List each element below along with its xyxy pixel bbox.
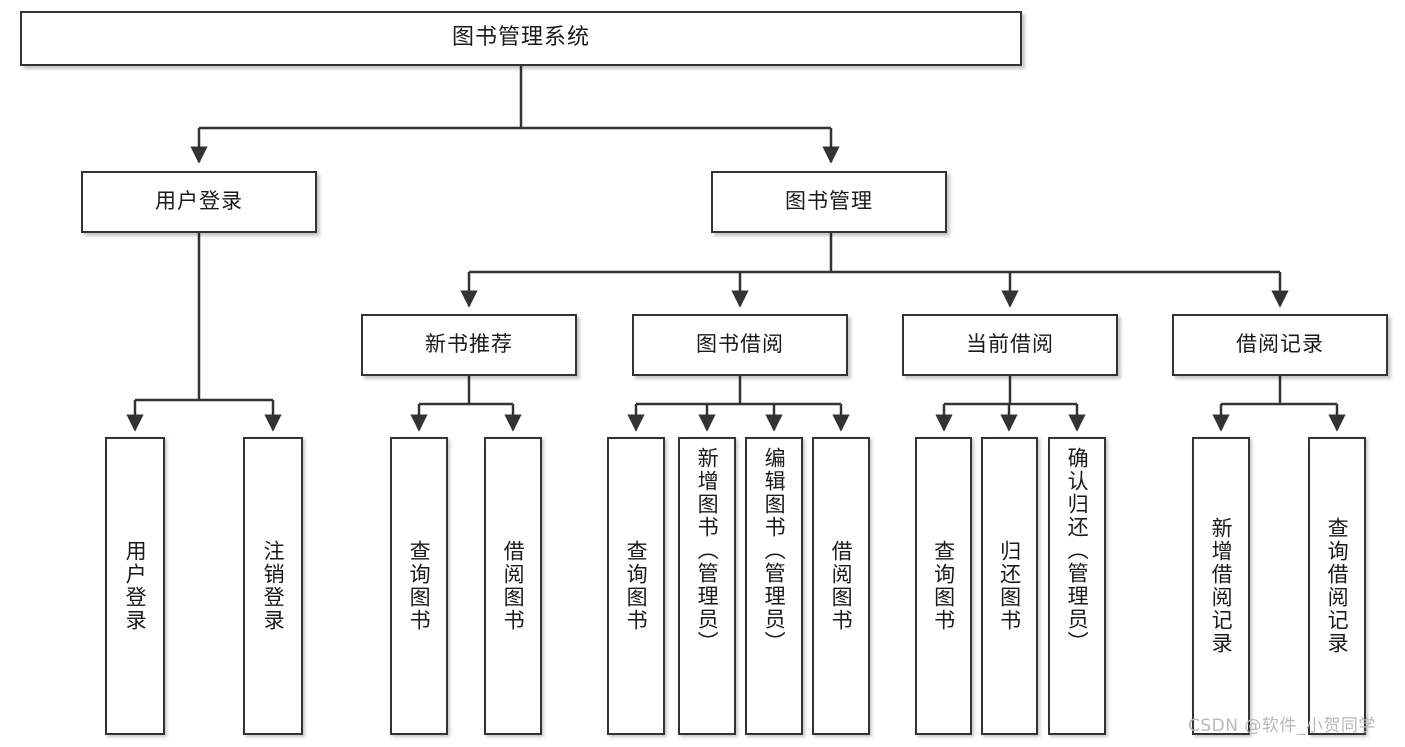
node-label: 归还图书 [997,540,1022,632]
node-label: 查询图书 [624,540,649,632]
node-label: 借阅图书 [501,540,526,632]
node-label: 借阅图书 [829,540,854,632]
node-new-book-recommend[interactable]: 新书推荐 [361,314,577,376]
csdn-watermark: CSDN @软件_小贺同学 [1188,716,1376,736]
node-label: 用户登录 [123,540,148,632]
node-book-management[interactable]: 图书管理 [711,171,947,233]
node-label: 编辑图书（管理员） [762,447,787,654]
node-root-book-management-system[interactable]: 图书管理系统 [20,11,1022,66]
leaf-confirm-return-admin[interactable]: 确认归还（管理员） [1048,437,1106,735]
leaf-edit-book-admin[interactable]: 编辑图书（管理员） [745,437,803,735]
leaf-add-borrow-record[interactable]: 新增借阅记录 [1192,437,1250,735]
node-label: 图书借阅 [696,332,784,357]
leaf-return-book[interactable]: 归还图书 [981,437,1038,735]
node-label: 用户登录 [155,189,243,214]
node-label: 图书管理系统 [451,25,590,51]
node-label: 新书推荐 [425,332,513,357]
node-borrow-record[interactable]: 借阅记录 [1172,314,1388,376]
node-label: 确认归还（管理员） [1065,447,1090,654]
leaf-add-book-admin[interactable]: 新增图书（管理员） [678,437,736,735]
leaf-logout-login[interactable]: 注销登录 [243,437,303,735]
leaf-query-borrow-record[interactable]: 查询借阅记录 [1308,437,1366,735]
node-label: 查询图书 [407,540,432,632]
node-book-borrow[interactable]: 图书借阅 [632,314,848,376]
node-label: 查询图书 [931,540,956,632]
node-label: 查询借阅记录 [1325,517,1350,655]
node-label: 图书管理 [785,189,873,214]
node-label: 借阅记录 [1236,332,1324,357]
leaf-query-book-borrow[interactable]: 查询图书 [607,437,665,735]
leaf-query-book-recommend[interactable]: 查询图书 [390,437,448,735]
node-label: 当前借阅 [966,332,1054,357]
node-label: 注销登录 [261,540,286,632]
node-current-borrow[interactable]: 当前借阅 [902,314,1118,376]
leaf-user-login[interactable]: 用户登录 [105,437,165,735]
node-label: 新增图书（管理员） [695,447,720,654]
leaf-borrow-book-recommend[interactable]: 借阅图书 [484,437,542,735]
leaf-query-book-current[interactable]: 查询图书 [915,437,972,735]
node-label: 新增借阅记录 [1209,517,1234,655]
node-user-login[interactable]: 用户登录 [81,171,317,233]
leaf-borrow-book[interactable]: 借阅图书 [812,437,870,735]
